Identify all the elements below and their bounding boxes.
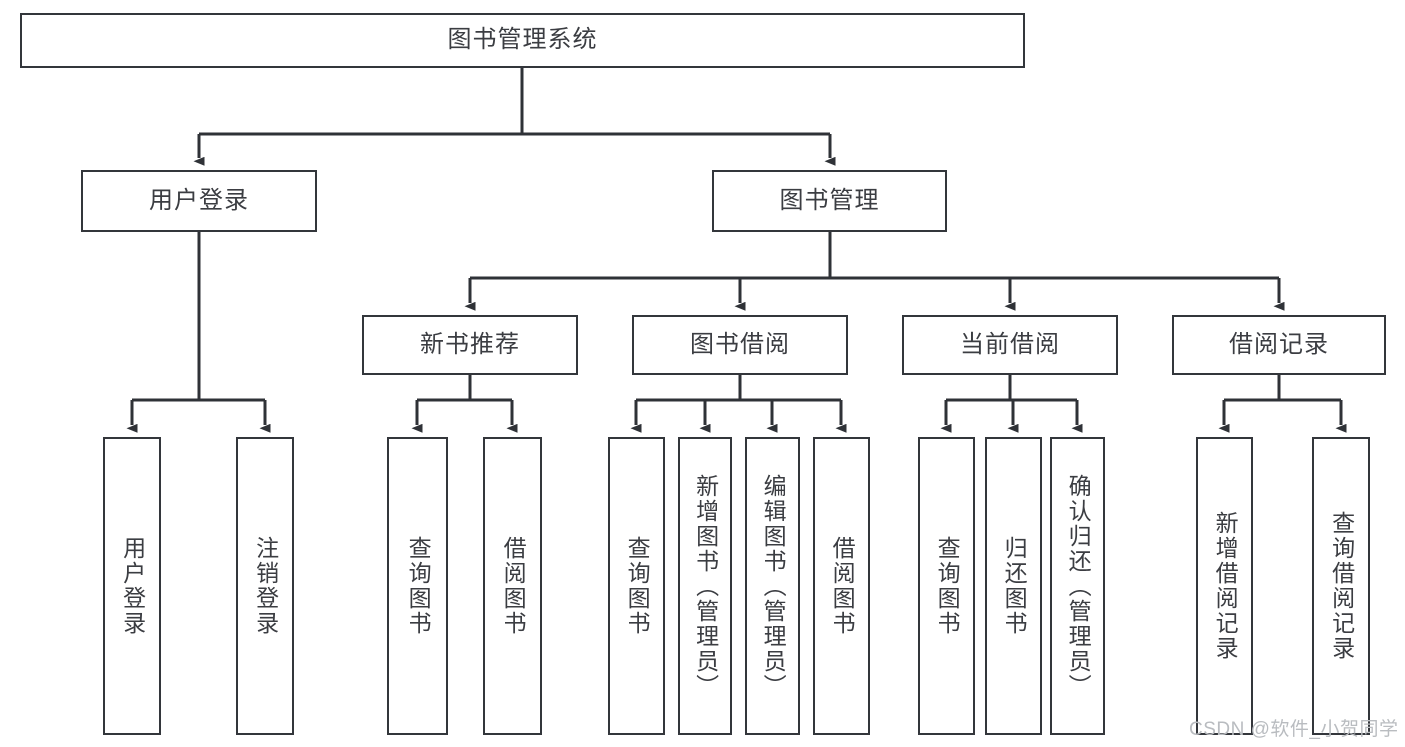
node-leaf-user-login[interactable]: 用户登录 xyxy=(103,437,161,735)
node-borrow-record[interactable]: 借阅记录 xyxy=(1172,315,1386,375)
node-root-label: 图书管理系统 xyxy=(447,26,598,54)
node-leaf-query-book-3-label: 查询图书 xyxy=(934,536,961,636)
node-leaf-confirm-return[interactable]: 确认归还（管理员） xyxy=(1050,437,1105,735)
node-user-login[interactable]: 用户登录 xyxy=(81,170,317,232)
node-leaf-add-book-label: 新增图书（管理员） xyxy=(692,473,719,699)
node-leaf-query-book-2-label: 查询图书 xyxy=(624,536,651,636)
node-leaf-edit-book[interactable]: 编辑图书（管理员） xyxy=(745,437,800,735)
node-user-login-label: 用户登录 xyxy=(149,186,249,214)
node-current-borrow-label: 当前借阅 xyxy=(960,330,1060,358)
node-book-borrow[interactable]: 图书借阅 xyxy=(632,315,848,375)
node-book-manage-label: 图书管理 xyxy=(779,186,880,214)
node-book-manage[interactable]: 图书管理 xyxy=(712,170,947,232)
node-new-book-recommend[interactable]: 新书推荐 xyxy=(362,315,578,375)
node-leaf-confirm-return-label: 确认归还（管理员） xyxy=(1065,473,1092,699)
node-leaf-return-book[interactable]: 归还图书 xyxy=(985,437,1042,735)
node-current-borrow[interactable]: 当前借阅 xyxy=(902,315,1118,375)
node-leaf-query-record[interactable]: 查询借阅记录 xyxy=(1312,437,1370,735)
node-root[interactable]: 图书管理系统 xyxy=(20,13,1025,68)
node-leaf-logout[interactable]: 注销登录 xyxy=(236,437,294,735)
node-leaf-borrow-book-2[interactable]: 借阅图书 xyxy=(813,437,870,735)
node-leaf-logout-label: 注销登录 xyxy=(252,536,279,636)
node-leaf-return-book-label: 归还图书 xyxy=(1001,536,1028,636)
node-borrow-record-label: 借阅记录 xyxy=(1229,330,1329,358)
node-leaf-query-book-3[interactable]: 查询图书 xyxy=(918,437,975,735)
watermark: CSDN @软件_小贺同学 xyxy=(1189,719,1399,740)
node-leaf-edit-book-label: 编辑图书（管理员） xyxy=(760,473,787,699)
node-leaf-user-login-label: 用户登录 xyxy=(119,536,146,636)
node-new-book-recommend-label: 新书推荐 xyxy=(420,330,520,358)
node-leaf-add-book[interactable]: 新增图书（管理员） xyxy=(678,437,732,735)
node-leaf-query-book-1-label: 查询图书 xyxy=(405,536,432,636)
node-book-borrow-label: 图书借阅 xyxy=(690,330,790,358)
node-leaf-add-record[interactable]: 新增借阅记录 xyxy=(1196,437,1253,735)
node-leaf-query-book-2[interactable]: 查询图书 xyxy=(608,437,665,735)
node-leaf-borrow-book-1-label: 借阅图书 xyxy=(500,536,527,636)
node-leaf-query-book-1[interactable]: 查询图书 xyxy=(387,437,448,735)
node-leaf-borrow-book-2-label: 借阅图书 xyxy=(829,536,856,636)
node-leaf-query-record-label: 查询借阅记录 xyxy=(1328,511,1355,661)
node-leaf-borrow-book-1[interactable]: 借阅图书 xyxy=(483,437,542,735)
node-leaf-add-record-label: 新增借阅记录 xyxy=(1212,511,1239,661)
